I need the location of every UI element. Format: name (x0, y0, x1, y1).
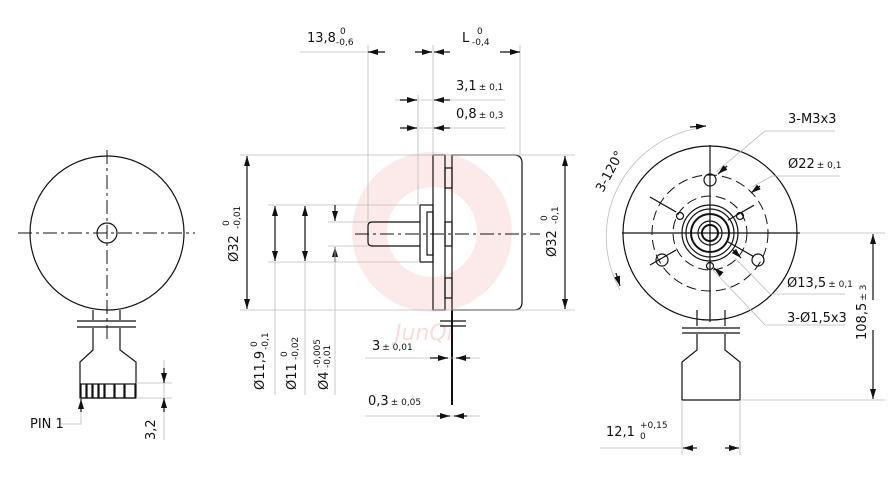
d22-tol: ± 0,1 (817, 161, 842, 171)
dim-L-lower: -0,4 (472, 38, 490, 48)
dim-3-1-tol: ± 0,1 (479, 83, 504, 93)
dim-d32-left-lower: -0,01 (233, 206, 243, 229)
dim-3-tol: ± 0,01 (382, 343, 412, 353)
d13-5-tol: ± 0,1 (828, 280, 853, 290)
dim-d11-upper: 0 (280, 351, 290, 357)
angle-label: 3-120° (593, 149, 627, 195)
dim-L: L (462, 31, 470, 46)
dim-d11-9-lower: -0,1 (261, 332, 271, 350)
dim-13-8: 13,8 (307, 31, 336, 46)
dim-3-1: 3,1 (456, 79, 477, 94)
dim-L-upper: 0 (477, 27, 483, 37)
svg-text:Ø13,5± 0,1: Ø13,5± 0,1 (787, 276, 853, 291)
side-view: 13,8 0 -0,6 L 0 -0,4 3,1± 0,1 0,8± 0,3 Ø… (222, 27, 575, 419)
length-tol: ± 3 (859, 285, 869, 301)
svg-text:0,3± 0,05: 0,3± 0,05 (368, 394, 421, 409)
d22-label: Ø22 (788, 157, 815, 172)
dim-d4: Ø4 (317, 371, 332, 390)
length-label: 108,5 (855, 303, 870, 340)
dim-d32-left-upper: 0 (222, 220, 232, 226)
width-label: 12,1 (606, 425, 635, 440)
dim-0-3-tol: ± 0,05 (391, 398, 421, 408)
dim-13-8-lower: -0,6 (336, 38, 354, 48)
width-upper: +0,15 (640, 421, 668, 431)
thread-label: 3-M3x3 (788, 112, 836, 127)
dim-d11: Ø11 (285, 363, 300, 390)
dim-d4-lower: -0,01 (323, 345, 333, 368)
svg-text:13,8: 13,8 (307, 31, 336, 46)
svg-text:3± 0,01: 3± 0,01 (372, 339, 413, 354)
d13-5-label: Ø13,5 (787, 276, 826, 291)
dim-d11-9: Ø11,9 (253, 351, 268, 390)
front-view: 3-M3x3 Ø22± 0,1 Ø13,5± 0,1 3-Ø1,5x3 3-12… (593, 112, 885, 455)
pin-1-label: PIN 1 (30, 417, 64, 432)
width-lower: 0 (640, 432, 646, 442)
holes-label: 3-Ø1,5x3 (787, 311, 847, 326)
watermark-logo: JunQi (352, 152, 512, 346)
watermark-text: JunQi (391, 321, 453, 346)
svg-text:3,1± 0,1: 3,1± 0,1 (456, 79, 503, 94)
svg-text:Ø32: Ø32 (545, 230, 560, 257)
dim-d11-lower: -0,02 (291, 337, 301, 360)
dim-d32-right-upper: 0 (540, 215, 550, 221)
dim-d4-upper: -0,005 (313, 339, 323, 368)
svg-text:0,8± 0,3: 0,8± 0,3 (456, 107, 503, 122)
pitch-dimension: 3,2 (144, 419, 159, 440)
dim-d32-right-lower: -0,1 (551, 206, 561, 224)
dim-d11-9-upper: 0 (250, 341, 260, 347)
dim-0-8-tol: ± 0,3 (479, 111, 504, 121)
dim-0-8: 0,8 (456, 107, 477, 122)
dim-13-8-upper: 0 (340, 27, 346, 37)
svg-text:Ø32: Ø32 (227, 235, 242, 262)
connector-pins (80, 383, 136, 399)
left-view: 3,2 PIN 1 (18, 150, 195, 440)
dim-3: 3 (372, 339, 380, 354)
dim-d32-left: Ø32 (227, 235, 242, 262)
dim-d32-right: Ø32 (545, 230, 560, 257)
dim-0-3: 0,3 (368, 394, 389, 409)
svg-text:108,5± 3: 108,5 ± 3 (855, 285, 870, 340)
svg-text:Ø22± 0,1: Ø22± 0,1 (788, 157, 842, 172)
